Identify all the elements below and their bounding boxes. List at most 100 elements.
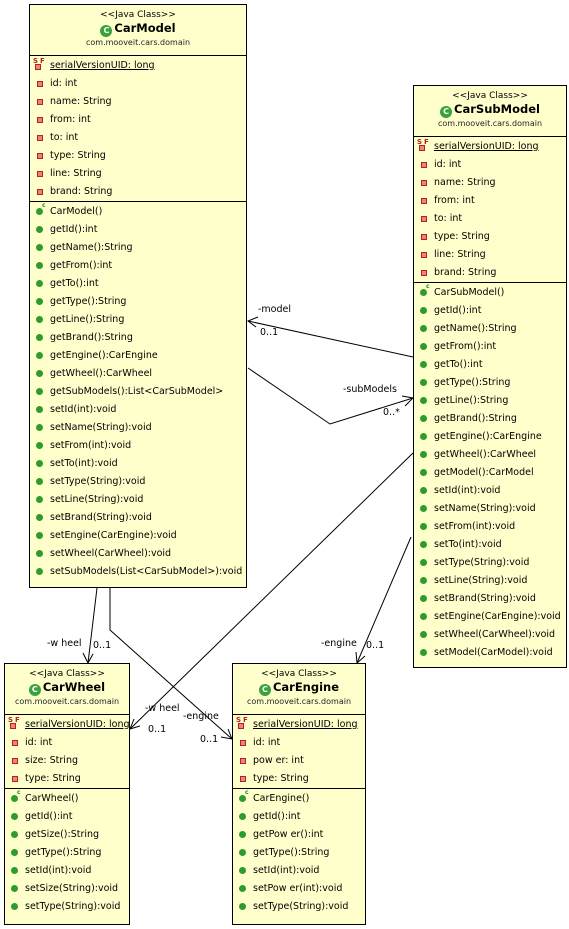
package-name: com.mooveit.cars.domain [14, 697, 120, 706]
field-row[interactable]: size: String [5, 752, 129, 770]
method-row[interactable]: setTo(int):void [30, 455, 246, 473]
method-row[interactable]: setId(int):void [414, 482, 566, 500]
method-text: setName(String):void [50, 422, 152, 433]
method-row[interactable]: getFrom():int [30, 257, 246, 275]
field-row[interactable]: brand: String [30, 183, 246, 201]
method-row[interactable]: setPow er(int):void [233, 880, 365, 898]
method-row[interactable]: getWheel():CarWheel [30, 365, 246, 383]
method-row[interactable]: setFrom(int):void [30, 437, 246, 455]
method-row[interactable]: getSize():String [5, 826, 129, 844]
method-row[interactable]: getType():String [414, 374, 566, 392]
field-row[interactable]: type: String [30, 147, 246, 165]
method-row[interactable]: getLine():String [414, 392, 566, 410]
edge-model-arrowhead [246, 316, 259, 328]
field-row[interactable]: pow er: int [233, 752, 365, 770]
method-row[interactable]: getPow er():int [233, 826, 365, 844]
method-row[interactable]: getId():int [5, 808, 129, 826]
field-row[interactable]: to: int [414, 210, 566, 228]
method-row[interactable]: setLine(String):void [30, 491, 246, 509]
field-row[interactable]: name: String [414, 174, 566, 192]
method-row[interactable]: setType(String):void [233, 898, 365, 916]
method-row[interactable]: getWheel():CarWheel [414, 446, 566, 464]
field-row[interactable]: id: int [233, 734, 365, 752]
field-row[interactable]: id: int [30, 75, 246, 93]
method-row[interactable]: setBrand(String):void [30, 509, 246, 527]
method-row[interactable]: setLine(String):void [414, 572, 566, 590]
method-row[interactable]: getId():int [30, 221, 246, 239]
field-row[interactable]: line: String [30, 165, 246, 183]
method-row[interactable]: getId():int [233, 808, 365, 826]
method-row[interactable]: setId(int):void [233, 862, 365, 880]
field-row[interactable]: brand: String [414, 264, 566, 282]
method-row[interactable]: getName():String [30, 239, 246, 257]
method-row[interactable]: setName(String):void [414, 500, 566, 518]
method-row[interactable]: getBrand():String [30, 329, 246, 347]
method-row[interactable]: setSubModels(List<CarSubModel>):void [30, 563, 246, 581]
edge-submodels-multiplicity: 0..* [383, 407, 400, 418]
edge-submodel-wheel-line [129, 452, 414, 730]
method-row[interactable]: setWheel(CarWheel):void [30, 545, 246, 563]
method-row[interactable]: setModel(CarModel):void [414, 644, 566, 662]
method-row[interactable]: setName(String):void [30, 419, 246, 437]
method-row[interactable]: setType(String):void [5, 898, 129, 916]
method-row[interactable]: getFrom():int [414, 338, 566, 356]
class-name-text: CarEngine [272, 680, 340, 694]
method-row[interactable]: getBrand():String [414, 410, 566, 428]
field-row[interactable]: line: String [414, 246, 566, 264]
method-row[interactable]: setSize(String):void [5, 880, 129, 898]
field-row[interactable]: id: int [5, 734, 129, 752]
method-text: getLine():String [434, 395, 509, 406]
field-row[interactable]: type: String [5, 770, 129, 788]
method-row[interactable]: getModel():CarModel [414, 464, 566, 482]
field-row[interactable]: id: int [414, 156, 566, 174]
method-row[interactable]: getType():String [233, 844, 365, 862]
method-row[interactable]: setFrom(int):void [414, 518, 566, 536]
public-method-icon [10, 898, 20, 916]
method-row[interactable]: setType(String):void [414, 554, 566, 572]
private-field-icon [35, 183, 45, 201]
method-row[interactable]: setTo(int):void [414, 536, 566, 554]
method-row[interactable]: getSubModels():List<CarSubModel> [30, 383, 246, 401]
method-row[interactable]: getTo():int [414, 356, 566, 374]
field-row[interactable]: from: int [30, 111, 246, 129]
method-row[interactable]: setBrand(String):void [414, 590, 566, 608]
method-row[interactable]: getId():int [414, 302, 566, 320]
constructor-icon: c [10, 789, 21, 808]
method-row[interactable]: setWheel(CarWheel):void [414, 626, 566, 644]
method-row[interactable]: getEngine():CarEngine [30, 347, 246, 365]
method-row[interactable]: getLine():String [30, 311, 246, 329]
method-row[interactable]: getTo():int [30, 275, 246, 293]
method-row[interactable]: setType(String):void [30, 473, 246, 491]
method-row[interactable]: getEngine():CarEngine [414, 428, 566, 446]
method-row[interactable]: setEngine(CarEngine):void [30, 527, 246, 545]
method-row[interactable]: setId(int):void [30, 401, 246, 419]
method-row[interactable]: setId(int):void [5, 862, 129, 880]
field-row[interactable]: to: int [30, 129, 246, 147]
field-row[interactable]: type: String [414, 228, 566, 246]
field-row[interactable]: name: String [30, 93, 246, 111]
method-row[interactable]: setEngine(CarEngine):void [414, 608, 566, 626]
method-text: setLine(String):void [434, 575, 528, 586]
method-row[interactable]: getName():String [414, 320, 566, 338]
method-row[interactable]: getType():String [30, 293, 246, 311]
method-row[interactable]: getType():String [5, 844, 129, 862]
field-row[interactable]: type: String [233, 770, 365, 788]
field-row[interactable]: from: int [414, 192, 566, 210]
